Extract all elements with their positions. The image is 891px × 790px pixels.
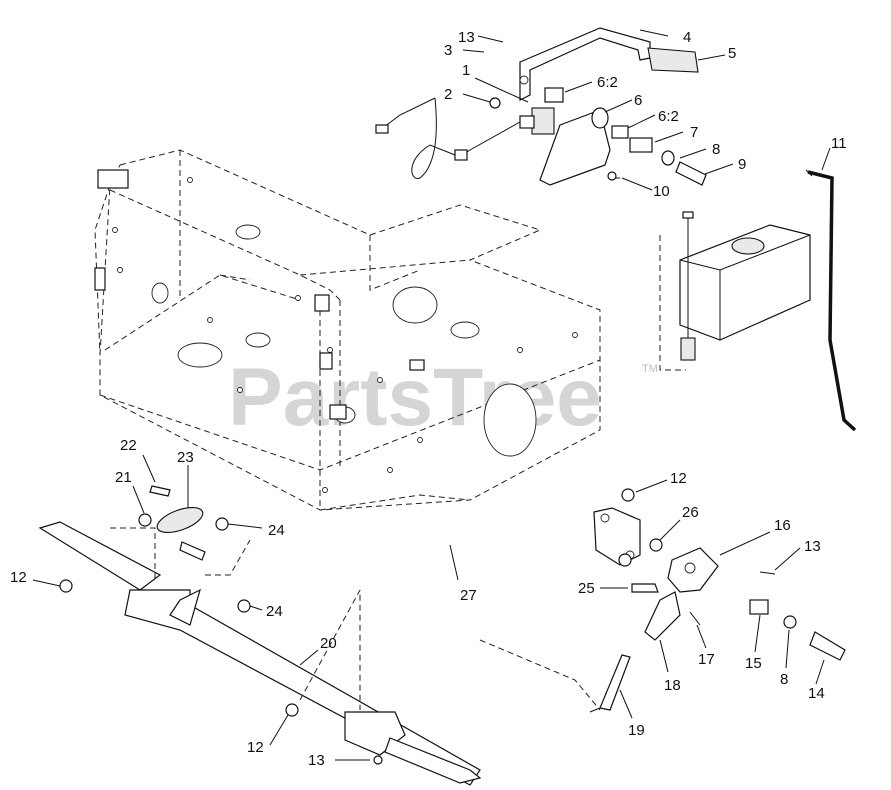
callout-26: 26 xyxy=(682,504,699,521)
callout-1: 1 xyxy=(462,62,470,79)
callout-27: 27 xyxy=(460,587,477,604)
callout-13-bottom: 13 xyxy=(308,752,325,769)
callout-22: 22 xyxy=(120,437,137,454)
callout-9: 9 xyxy=(738,156,746,173)
callout-16: 16 xyxy=(774,517,791,534)
callout-20: 20 xyxy=(320,635,337,652)
fuel-tank xyxy=(659,211,811,371)
control-handle xyxy=(519,27,699,101)
callout-24-lower: 24 xyxy=(266,603,283,620)
callout-12-right: 12 xyxy=(670,470,687,487)
callout-4: 4 xyxy=(683,29,691,46)
callout-6-2-lower: 6:2 xyxy=(658,108,679,125)
callout-15: 15 xyxy=(745,655,762,672)
callout-21: 21 xyxy=(115,469,132,486)
lower-linkage xyxy=(479,488,846,713)
callout-8-upper: 8 xyxy=(712,141,720,158)
pivot-bracket xyxy=(539,87,707,186)
callout-12-bottom: 12 xyxy=(247,739,264,756)
callout-3: 3 xyxy=(444,42,452,59)
callout-5: 5 xyxy=(728,45,736,62)
leader-lines xyxy=(32,29,831,761)
callout-6-2-upper: 6:2 xyxy=(597,74,618,91)
callout-labels: 13 4 3 5 1 6:2 2 6 6:2 7 8 9 11 10 22 23… xyxy=(10,29,847,769)
callout-13-right: 13 xyxy=(804,538,821,555)
callout-19: 19 xyxy=(628,722,645,739)
callout-13-top: 13 xyxy=(458,29,475,46)
callout-23: 23 xyxy=(177,449,194,466)
callout-6: 6 xyxy=(634,92,642,109)
callout-11: 11 xyxy=(831,135,847,152)
callout-24-upper: 24 xyxy=(268,522,285,539)
callout-12-left: 12 xyxy=(10,569,27,586)
control-rod xyxy=(805,169,857,432)
watermark: PartsTree TM xyxy=(228,352,658,443)
callout-2: 2 xyxy=(444,86,452,103)
chassis-frame xyxy=(94,149,601,511)
callout-17: 17 xyxy=(698,651,715,668)
callout-7: 7 xyxy=(690,124,698,141)
callout-18: 18 xyxy=(664,677,681,694)
callout-8-lower: 8 xyxy=(780,671,788,688)
callout-10: 10 xyxy=(653,183,670,200)
left-lever-assembly xyxy=(38,485,482,786)
callout-14: 14 xyxy=(808,685,825,702)
callout-25: 25 xyxy=(578,580,595,597)
switch-assembly xyxy=(375,97,555,179)
watermark-trademark: TM xyxy=(642,363,658,375)
